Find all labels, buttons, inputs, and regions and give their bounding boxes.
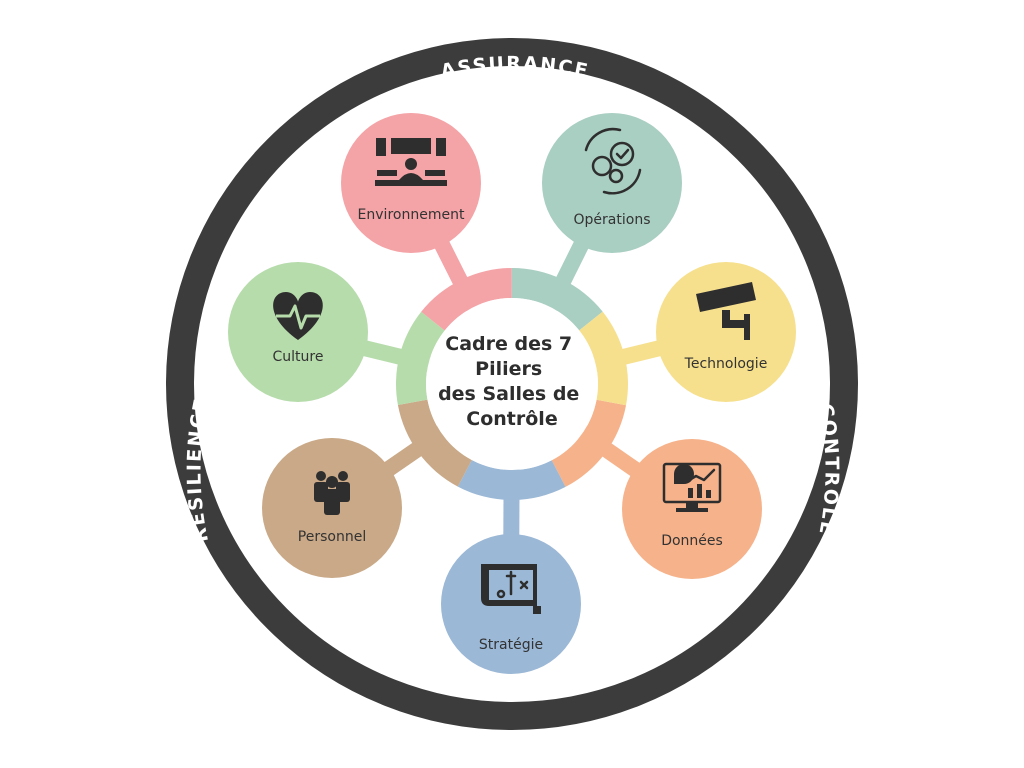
center-ring-segments [396,268,628,500]
center-title: Cadre des 7 Piliers des Salles de Contrô… [438,333,586,430]
segment-strategie [457,460,566,500]
pillar-label: Données [661,533,723,549]
outer-ring [166,38,858,730]
ring-label-assurance: ASSURANCE [439,53,591,83]
segment-technologie [579,311,628,406]
ring-label-resilience: RÉSILIENCE [183,395,213,544]
pillar-culture[interactable]: Culture [228,262,368,402]
center-circle [426,298,598,470]
center-title-line-1: Cadre des 7 [445,333,572,355]
segment-donnees [551,399,627,487]
pillar-technologie[interactable]: Technologie [656,262,796,402]
pillar-circle [542,113,682,253]
segment-environnement [421,268,512,331]
pillar-donnees[interactable]: Données [622,439,762,579]
pillar-label: Opérations [574,212,651,228]
gears-icon [584,127,642,195]
pillar-label: Personnel [298,529,366,545]
center-title-line-4: Contrôle [466,408,557,430]
segment-personnel [397,399,472,487]
segment-culture [396,311,445,406]
people-icon [314,471,350,515]
segment-operations [511,268,603,331]
pillar-label: Technologie [684,356,768,372]
pillar-operations[interactable]: Opérations [542,113,682,253]
heartbeat-icon [273,292,323,340]
control-room-icon [375,138,447,186]
center-title-line-2: Piliers [475,358,542,380]
analytics-monitor-icon [662,462,722,512]
pillar-personnel[interactable]: Personnel [262,438,402,578]
center-title-line-3: des Salles de [438,383,579,405]
strategy-map-icon [481,564,541,614]
pillar-circle [656,262,796,402]
pillar-strategie[interactable]: Stratégie [441,534,581,674]
pillar-label: Environnement [358,207,465,223]
pillar-label: Stratégie [479,637,543,653]
pillar-label: Culture [273,349,324,365]
pillar-environnement[interactable]: Environnement [341,113,481,253]
security-camera-icon [696,282,756,340]
